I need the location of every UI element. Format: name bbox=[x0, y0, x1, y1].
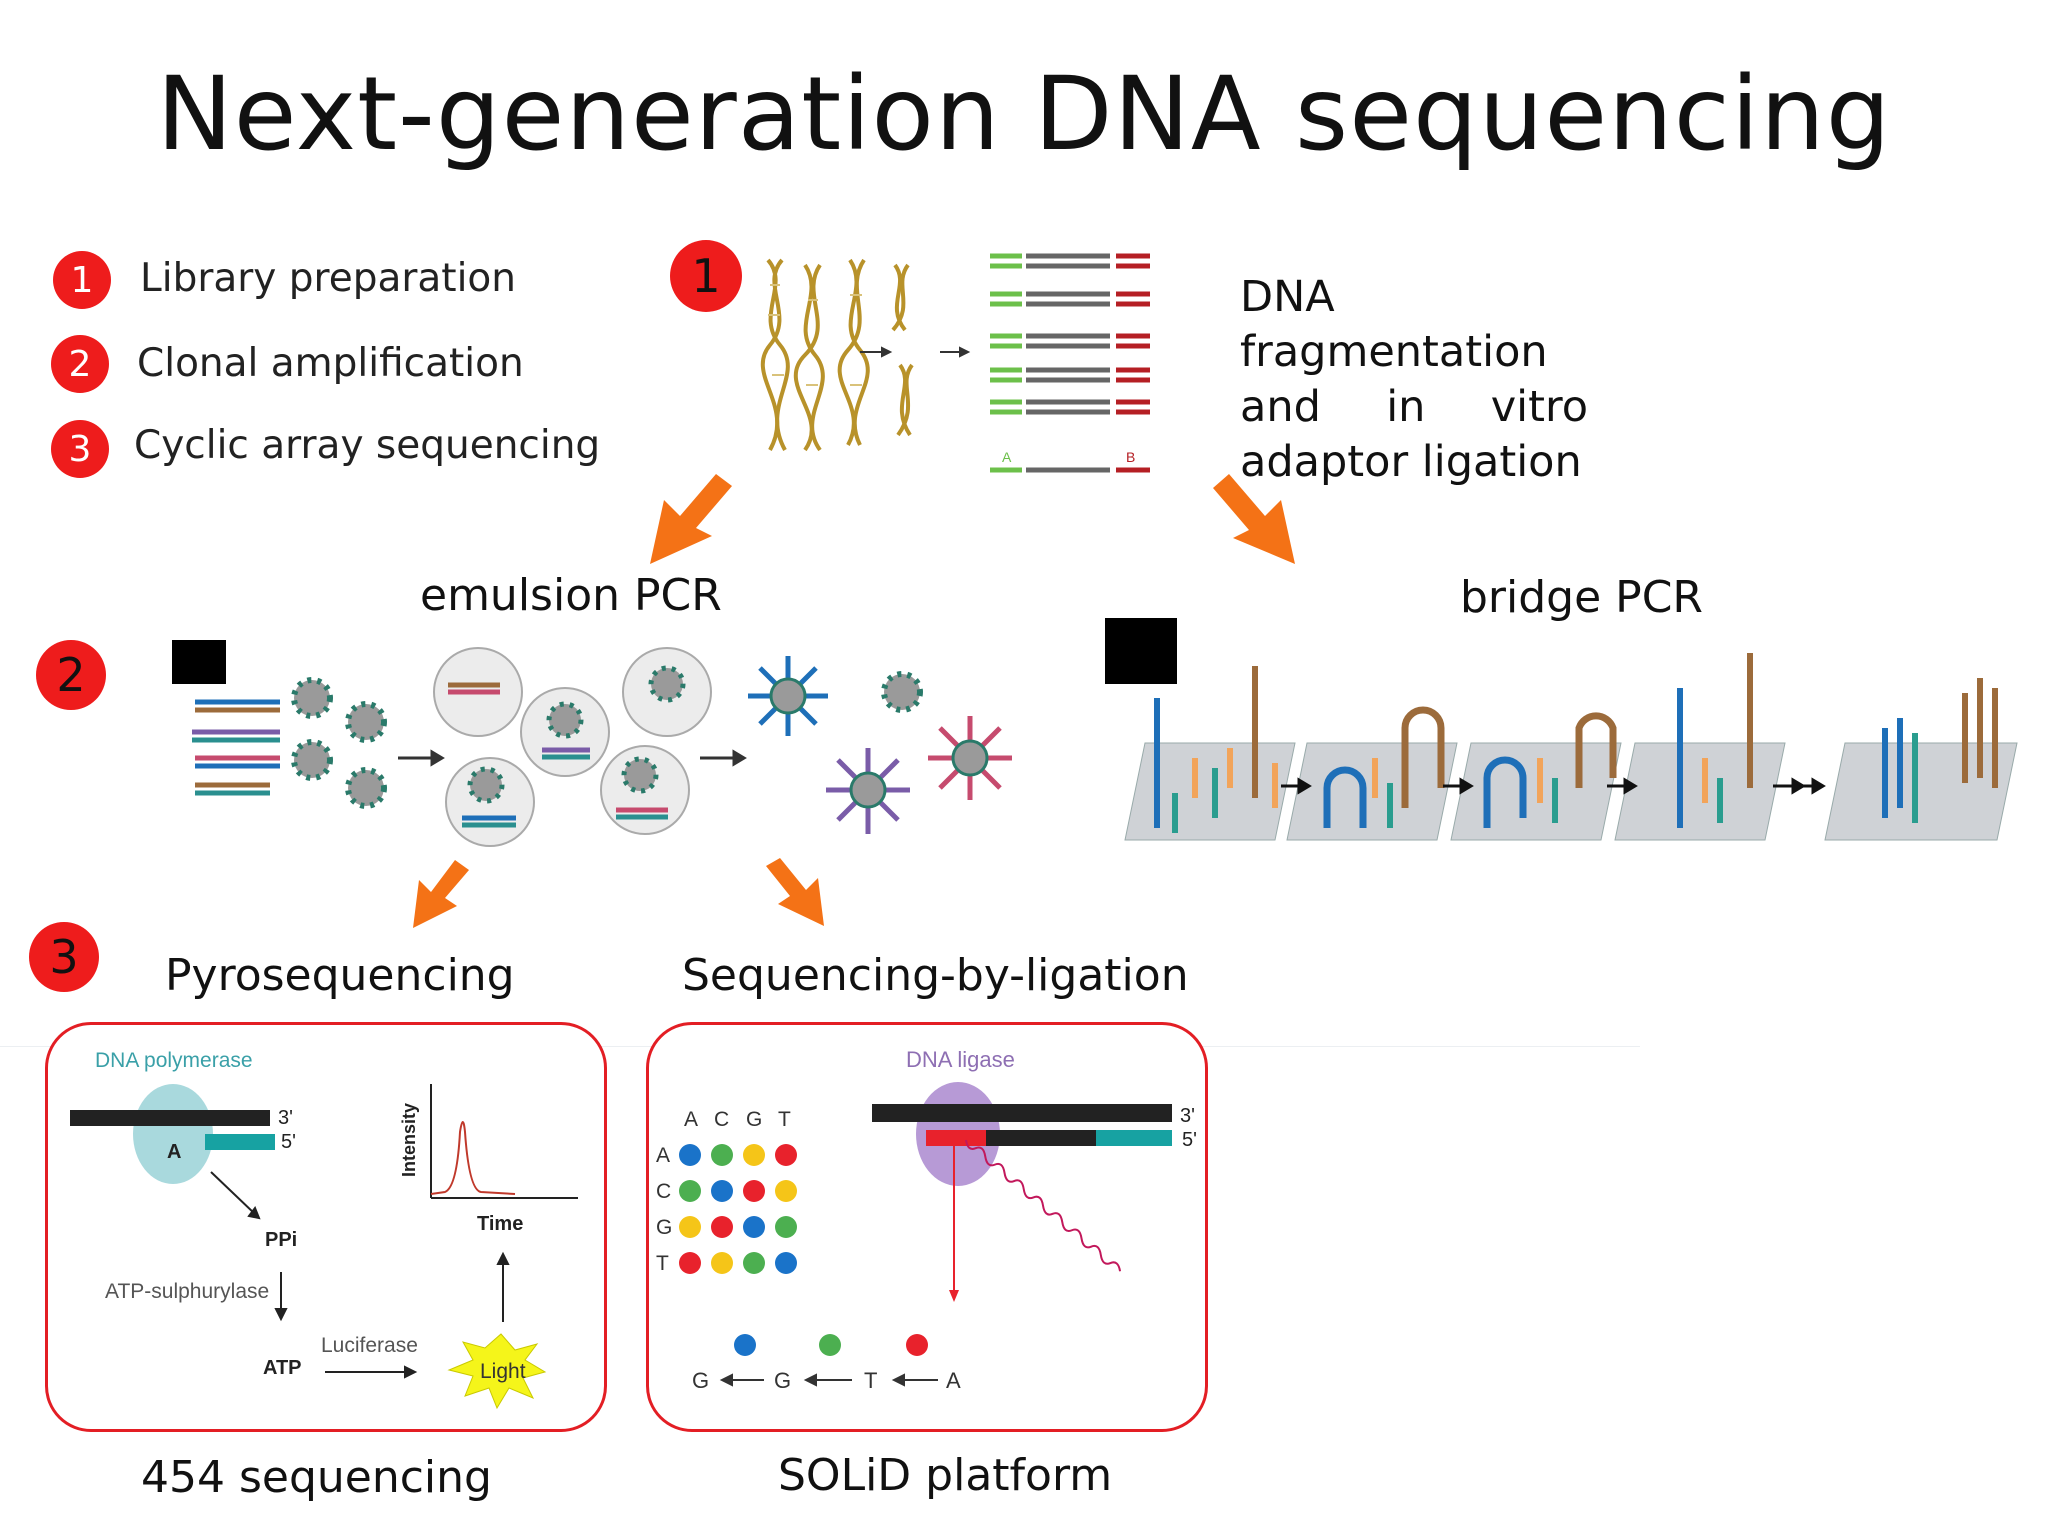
matrix-row-t: T bbox=[656, 1252, 669, 1275]
fragmentation-word-and: and bbox=[1240, 382, 1321, 432]
page-title: Next-generation DNA sequencing bbox=[156, 55, 1892, 174]
light-label: Light bbox=[480, 1360, 526, 1383]
color-call-dots bbox=[734, 1334, 928, 1356]
ligation-five-prime-label: 5' bbox=[1182, 1129, 1197, 1151]
time-axis-label: Time bbox=[477, 1213, 523, 1235]
step-label-library-preparation: Library preparation bbox=[140, 256, 516, 301]
luciferase-label: Luciferase bbox=[321, 1334, 418, 1357]
section-badge-3: 3 bbox=[29, 922, 99, 992]
bridge-pcr-label: bridge PCR bbox=[1460, 572, 1703, 623]
atp-label: ATP bbox=[263, 1357, 302, 1379]
pyrosequencing-label: Pyrosequencing bbox=[165, 950, 515, 1001]
adaptor-ligated-fragments: A B bbox=[990, 253, 1150, 473]
ligation-three-prime-label: 3' bbox=[1180, 1105, 1195, 1127]
bridge-pcr-illustration bbox=[1105, 618, 2018, 841]
flow-arrow-down-right-icon bbox=[1213, 474, 1295, 564]
adaptor-b-label: B bbox=[1126, 449, 1135, 465]
emulsion-pcr-label: emulsion PCR bbox=[420, 570, 722, 621]
platform-454-label: 454 sequencing bbox=[141, 1452, 492, 1503]
base-a-label: A bbox=[167, 1141, 181, 1163]
light-burst-icon bbox=[447, 1333, 547, 1410]
pyro-five-prime-label: 5' bbox=[281, 1131, 296, 1153]
pyrosequencing-diagram: DNA polymerase 3' 5' A PPi ATP-sulphuryl… bbox=[70, 1049, 578, 1410]
step-badge-3: 3 bbox=[51, 420, 109, 478]
matrix-row-g: G bbox=[656, 1216, 672, 1239]
fragmentation-word-in: in bbox=[1386, 382, 1426, 432]
fragmentation-line-4: adaptor ligation bbox=[1240, 437, 1582, 487]
fragmentation-line-1: DNA bbox=[1240, 272, 1335, 322]
flow-arrow-down-left-icon bbox=[650, 474, 732, 564]
sequence-base-4: A bbox=[946, 1368, 961, 1393]
step-label-clonal-amplification: Clonal amplification bbox=[137, 341, 524, 386]
matrix-col-a: A bbox=[684, 1108, 698, 1131]
matrix-col-c: C bbox=[714, 1108, 729, 1131]
adaptor-a-label: A bbox=[1002, 449, 1012, 465]
sequence-base-3: T bbox=[864, 1368, 877, 1393]
dna-polymerase-label: DNA polymerase bbox=[95, 1049, 253, 1072]
section-badge-2: 2 bbox=[36, 640, 106, 710]
emulsion-pcr-illustration bbox=[172, 640, 1012, 847]
sequencing-by-ligation-label: Sequencing-by-ligation bbox=[682, 950, 1189, 1001]
matrix-row-c: C bbox=[656, 1180, 671, 1203]
ligation-panel bbox=[646, 1022, 1208, 1432]
atp-sulphurylase-label: ATP-sulphurylase bbox=[105, 1280, 269, 1303]
sequence-base-1: G bbox=[692, 1368, 709, 1393]
fragmentation-description: DNA fragmentation and in vitro adaptor l… bbox=[1240, 270, 1590, 490]
intensity-axis-label: Intensity bbox=[399, 1103, 419, 1177]
step-badge-1: 1 bbox=[53, 251, 111, 309]
flow-arrow-to-ligation-icon bbox=[766, 858, 824, 926]
color-space-matrix bbox=[679, 1144, 797, 1274]
matrix-col-g: G bbox=[746, 1108, 762, 1131]
platform-solid-label: SOLiD platform bbox=[778, 1450, 1113, 1501]
matrix-row-a: A bbox=[656, 1144, 670, 1167]
matrix-col-t: T bbox=[778, 1108, 791, 1131]
fragmentation-word-vitro: vitro bbox=[1490, 382, 1588, 432]
dna-ligase-label: DNA ligase bbox=[906, 1047, 1015, 1072]
step-label-cyclic-array-sequencing: Cyclic array sequencing bbox=[134, 423, 601, 468]
ligation-diagram: DNA ligase 3' 5' A C G T A C G T G G T A bbox=[656, 1047, 1197, 1393]
step-badge-2: 2 bbox=[51, 335, 109, 393]
sequence-base-2: G bbox=[774, 1368, 791, 1393]
flow-arrow-to-pyro-icon bbox=[413, 860, 469, 928]
section-badge-1: 1 bbox=[670, 240, 742, 312]
dna-strands-illustration bbox=[760, 258, 971, 452]
ppi-label: PPi bbox=[265, 1229, 297, 1251]
fragmentation-line-3: and in vitro bbox=[1240, 380, 1588, 435]
fragmentation-line-2: fragmentation bbox=[1240, 327, 1548, 377]
pyro-three-prime-label: 3' bbox=[278, 1107, 293, 1129]
